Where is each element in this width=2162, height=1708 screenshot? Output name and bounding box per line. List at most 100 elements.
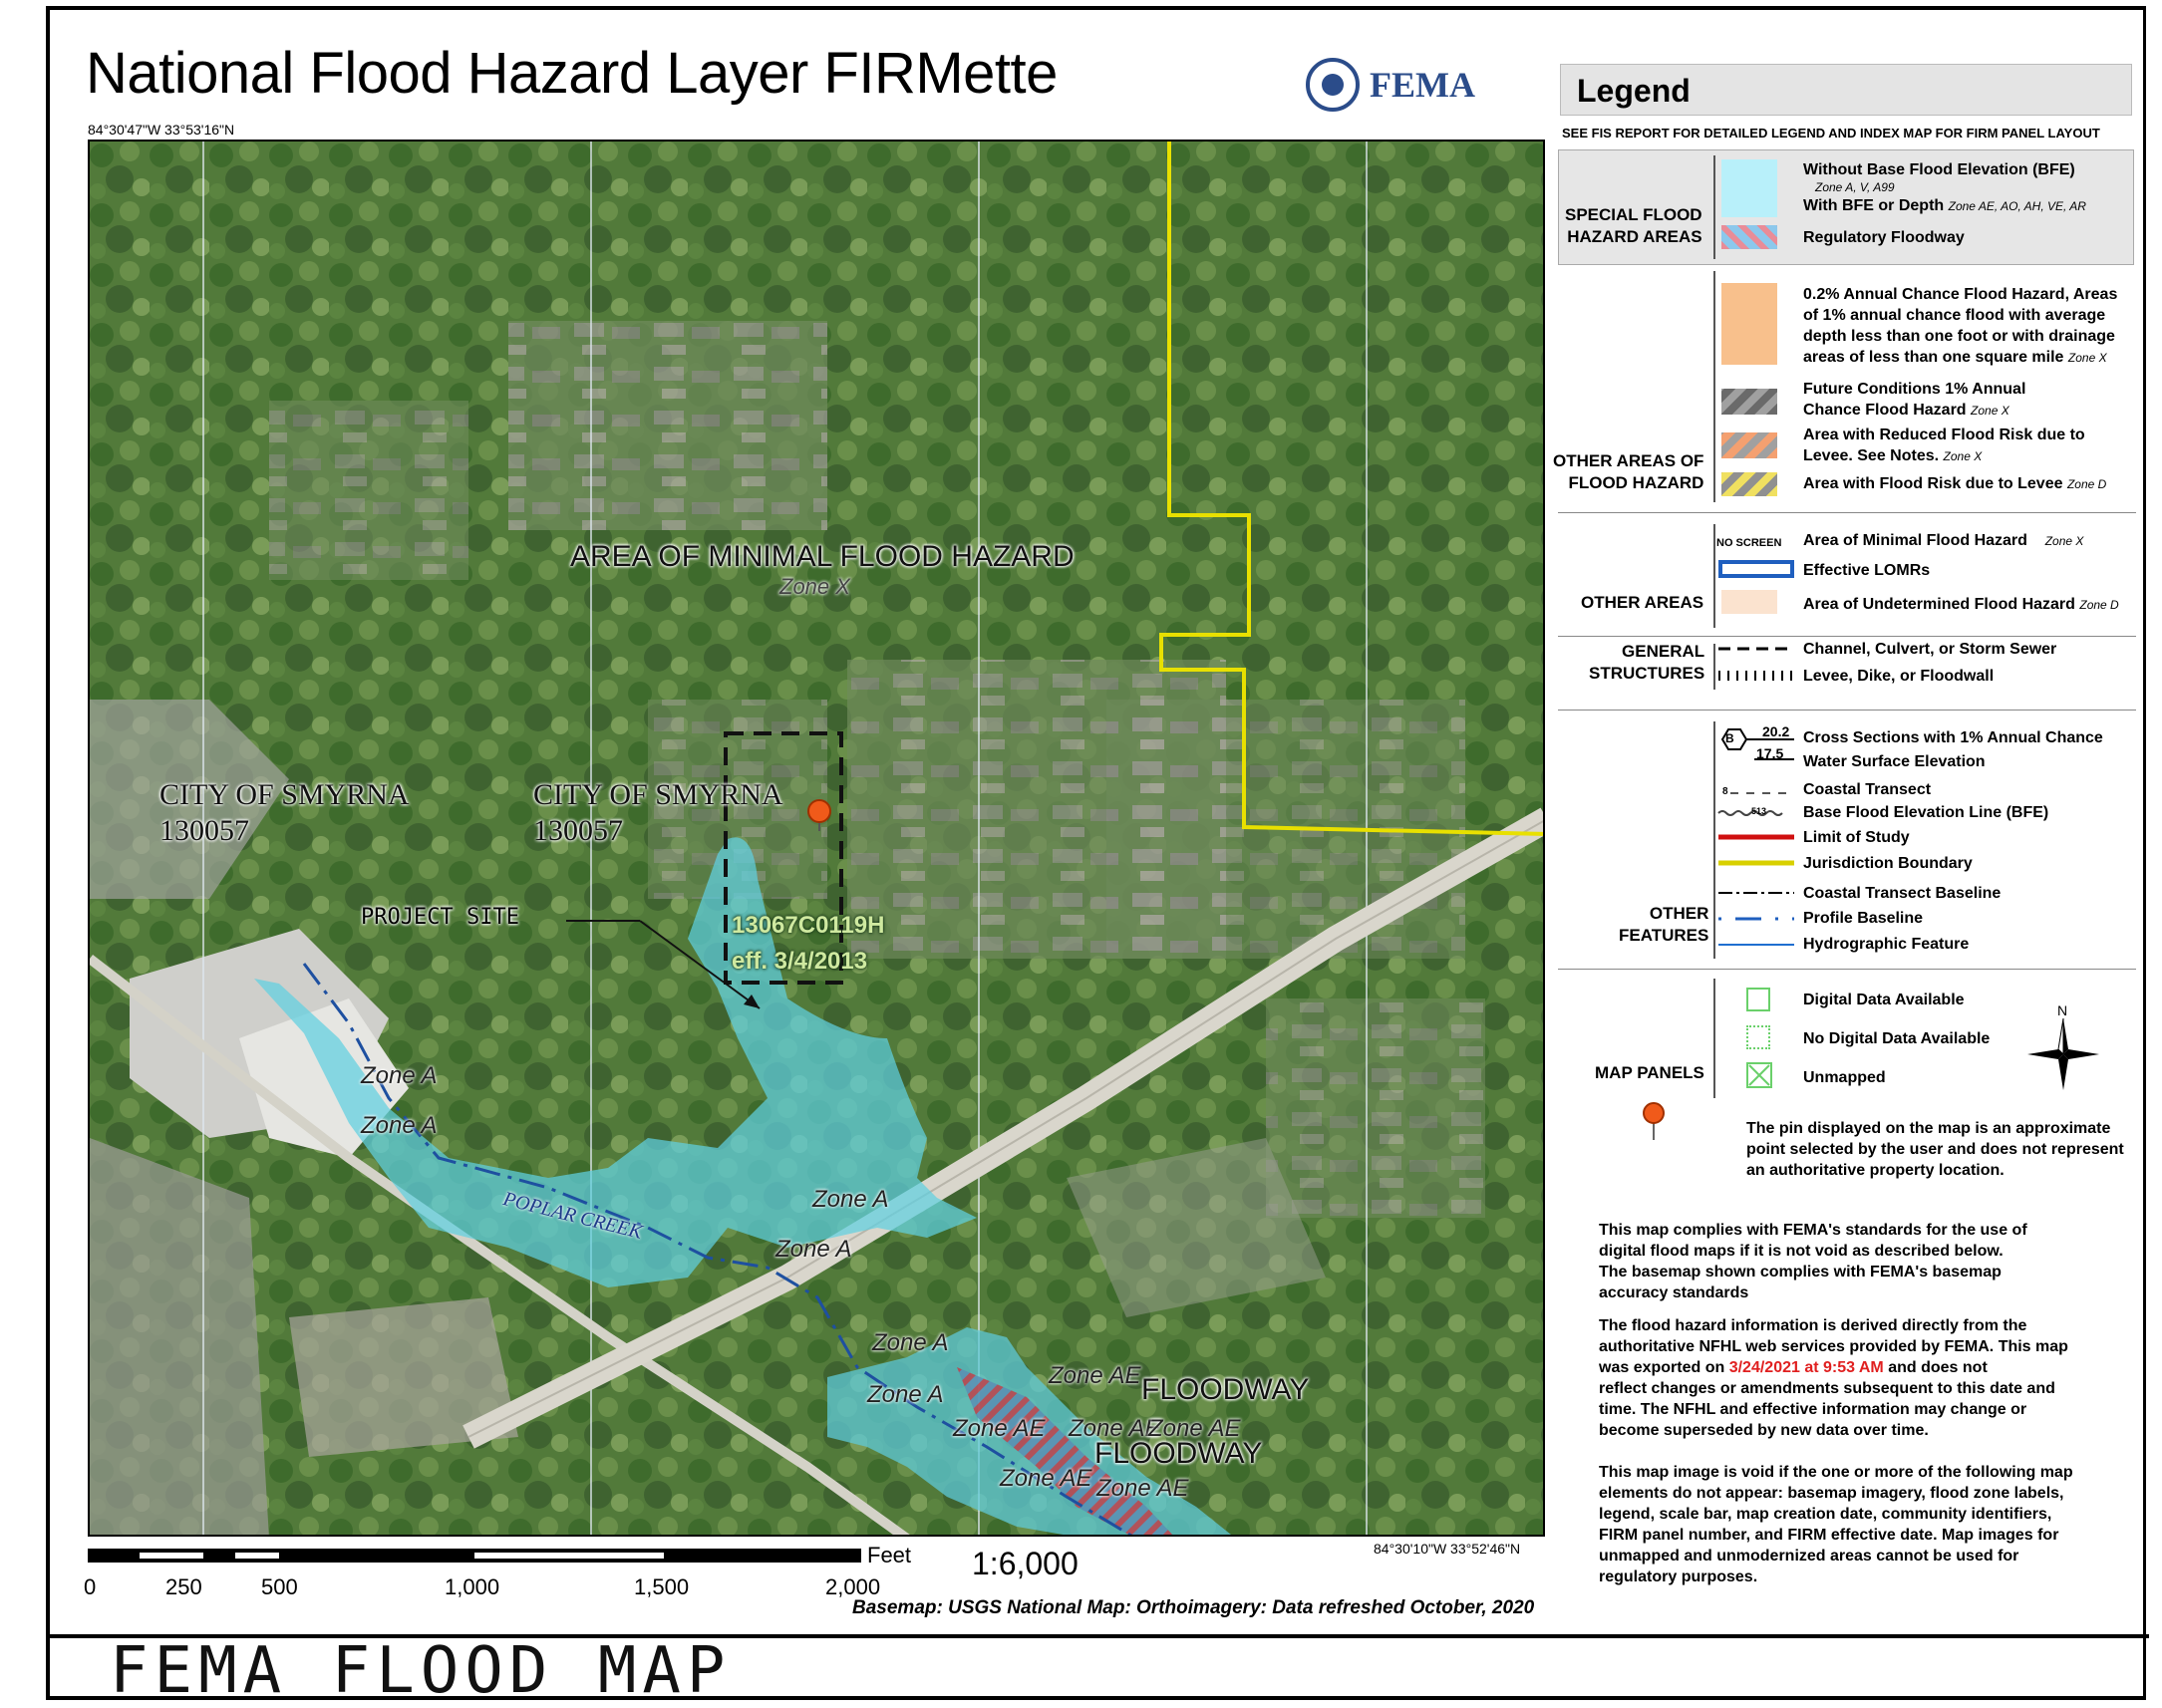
note-line: elements do not appear: basemap imagery,… <box>1599 1485 2064 1502</box>
legend-item-0-2-pct: 0.2% Annual Chance Flood Hazard, Areas o… <box>1803 284 2117 369</box>
void-note: This map image is void if the one or mor… <box>1599 1462 2073 1587</box>
lomr-swatch <box>1718 560 1794 578</box>
note-line: become superseded by new data over time. <box>1599 1422 1929 1439</box>
export-date: 3/24/2021 at 9:53 AM <box>1728 1359 1884 1376</box>
legend-item-levee-risk: Area with Flood Risk due to Levee Zone D <box>1803 473 2106 495</box>
note-line: and does not <box>1888 1359 1988 1376</box>
note-line: legend, scale bar, map creation date, co… <box>1599 1506 2052 1523</box>
panel-effective-date: eff. 3/4/2013 <box>732 948 868 975</box>
zone-x-label: Zone X <box>779 574 850 599</box>
fema-logo: FEMA <box>1306 58 1475 112</box>
legend-divider <box>1713 721 1715 959</box>
legend-separator <box>1558 710 2136 711</box>
legend-label: areas of less than one square mile <box>1803 349 2064 366</box>
scale-bar-graphic <box>88 1549 861 1563</box>
other-hazard-category: OTHER AREAS OF FLOOD HAZARD <box>1553 450 1703 494</box>
legend-label: Area with Reduced Flood Risk due to <box>1803 427 2085 443</box>
legend-item-coastal-transect: Coastal Transect <box>1803 781 1932 798</box>
features-category: OTHER FEATURES <box>1619 903 1708 947</box>
zone-a-label: Zone A <box>872 1329 949 1356</box>
map-view[interactable]: AREA OF MINIMAL FLOOD HAZARD Zone X CITY… <box>88 140 1545 1537</box>
legend-item-levee: Levee, Dike, or Floodwall <box>1803 668 1995 685</box>
panel-number: 13067C0119H <box>732 912 885 939</box>
legend-item-channel: Channel, Culvert, or Storm Sewer <box>1803 641 2057 658</box>
note-line: accuracy standards <box>1599 1284 1749 1301</box>
note-line: point selected by the user and does not … <box>1746 1141 2124 1158</box>
undetermined-swatch <box>1721 590 1777 614</box>
legend-sub: Zone D <box>2079 598 2119 612</box>
legend-title: Legend <box>1577 73 1691 109</box>
zone-x-shaded-swatch <box>1721 283 1777 365</box>
derived-note: The flood hazard information is derived … <box>1599 1315 2068 1441</box>
note-line: an authoritative property location. <box>1746 1162 2005 1179</box>
zone-a-label: Zone A <box>775 1236 852 1263</box>
legend-item-unmapped: Unmapped <box>1803 1069 1886 1086</box>
community-label-1: CITY OF SMYRNA 130057 <box>159 777 410 849</box>
coord-top-left: 84°30'47"W 33°53'16"N <box>88 122 235 138</box>
community-label-2: CITY OF SMYRNA 130057 <box>533 777 783 849</box>
scale-unit: Feet <box>867 1543 912 1567</box>
floodway-label: FLOODWAY <box>1094 1437 1263 1470</box>
legend-item-limit-study: Limit of Study <box>1803 829 1910 846</box>
zone-a-label: Zone A <box>361 1062 438 1089</box>
scale-tick-1000: 1,000 <box>445 1574 500 1599</box>
footer-divider <box>46 1634 2149 1638</box>
note-line: FIRM panel number, and FIRM effective da… <box>1599 1527 2059 1544</box>
zone-a-label: Zone A <box>867 1381 944 1408</box>
no-digital-data-swatch <box>1746 1025 1770 1049</box>
page-edge <box>2143 6 2160 1700</box>
legend-header: Legend <box>1560 64 2132 116</box>
legend-label: depth less than one foot or with drainag… <box>1803 328 2115 345</box>
legend-pin-icon <box>1643 1102 1665 1140</box>
legend-item-lomr: Effective LOMRs <box>1803 562 1931 579</box>
community-id: 130057 <box>159 814 249 847</box>
legend-label: Chance Flood Hazard <box>1803 402 1967 419</box>
community-name: CITY OF SMYRNA <box>533 778 783 811</box>
location-pin-icon[interactable] <box>807 799 831 831</box>
note-line: authoritative NFHL web services provided… <box>1599 1338 2068 1355</box>
zone-ae-label: Zone AE <box>1096 1475 1189 1502</box>
legend-item-without-bfe: Without Base Flood Elevation (BFE) Zone … <box>1803 159 2075 198</box>
category-line: STRUCTURES <box>1589 664 1705 683</box>
map-title: National Flood Hazard Layer FIRMette <box>86 41 1058 106</box>
legend-divider <box>1713 644 1715 690</box>
legend-sub: Zone D <box>2066 477 2107 491</box>
legend-label: Area of Undetermined Flood Hazard <box>1803 596 2075 613</box>
category-line: SPECIAL FLOOD <box>1565 205 1702 224</box>
legend-item-hydrographic: Hydrographic Feature <box>1803 936 1970 953</box>
category-line: FEATURES <box>1619 926 1709 945</box>
floodway-swatch <box>1721 225 1777 249</box>
scale-ratio: 1:6,000 <box>972 1546 1079 1581</box>
xs-symbol-label: B <box>1725 731 1734 745</box>
legend-label: Area of Minimal Flood Hazard <box>1803 532 2027 549</box>
map-canvas <box>90 142 1543 1535</box>
legend-label: With BFE or Depth <box>1803 197 1945 214</box>
legend-sub: Zone X <box>1971 404 2009 418</box>
zone-a-label: Zone A <box>361 1112 438 1139</box>
legend-label: Without Base Flood Elevation (BFE) <box>1803 161 2075 178</box>
scale-tick-1500: 1,500 <box>634 1574 690 1599</box>
zone-ae-label: Zone AE <box>1049 1362 1141 1389</box>
panels-category: MAP PANELS <box>1595 1063 1704 1082</box>
legend-divider <box>1713 524 1715 628</box>
legend-item-minimal: Area of Minimal Flood Hazard Zone X <box>1803 530 2083 552</box>
legend-item-wse: Water Surface Elevation <box>1803 753 1986 770</box>
zone-ae-label: Zone AE <box>1069 1415 1161 1442</box>
unmapped-swatch <box>1746 1062 1772 1088</box>
legend-sub: Zone X <box>1943 449 1983 463</box>
community-name: CITY OF SMYRNA <box>159 778 410 811</box>
transect-mark: 8 <box>1722 786 1728 797</box>
legend-sub: Zone X <box>2067 351 2107 365</box>
note-line: was exported on <box>1599 1359 1725 1376</box>
legend-separator <box>1558 636 2136 637</box>
legend-item-profile-baseline: Profile Baseline <box>1803 910 1924 927</box>
legend-sub: Zone A, V, A99 <box>1815 180 1895 194</box>
zone-a-swatch <box>1721 159 1777 217</box>
features-symbols <box>1717 728 1794 946</box>
category-line: FLOOD HAZARD <box>1568 473 1704 492</box>
pin-note: The pin displayed on the map is an appro… <box>1746 1118 2124 1181</box>
legend-label: Future Conditions 1% Annual <box>1803 381 2026 398</box>
note-line: This map complies with FEMA's standards … <box>1599 1222 2027 1239</box>
legend-separator <box>1558 969 2136 970</box>
levee-risk-swatch <box>1721 472 1777 496</box>
